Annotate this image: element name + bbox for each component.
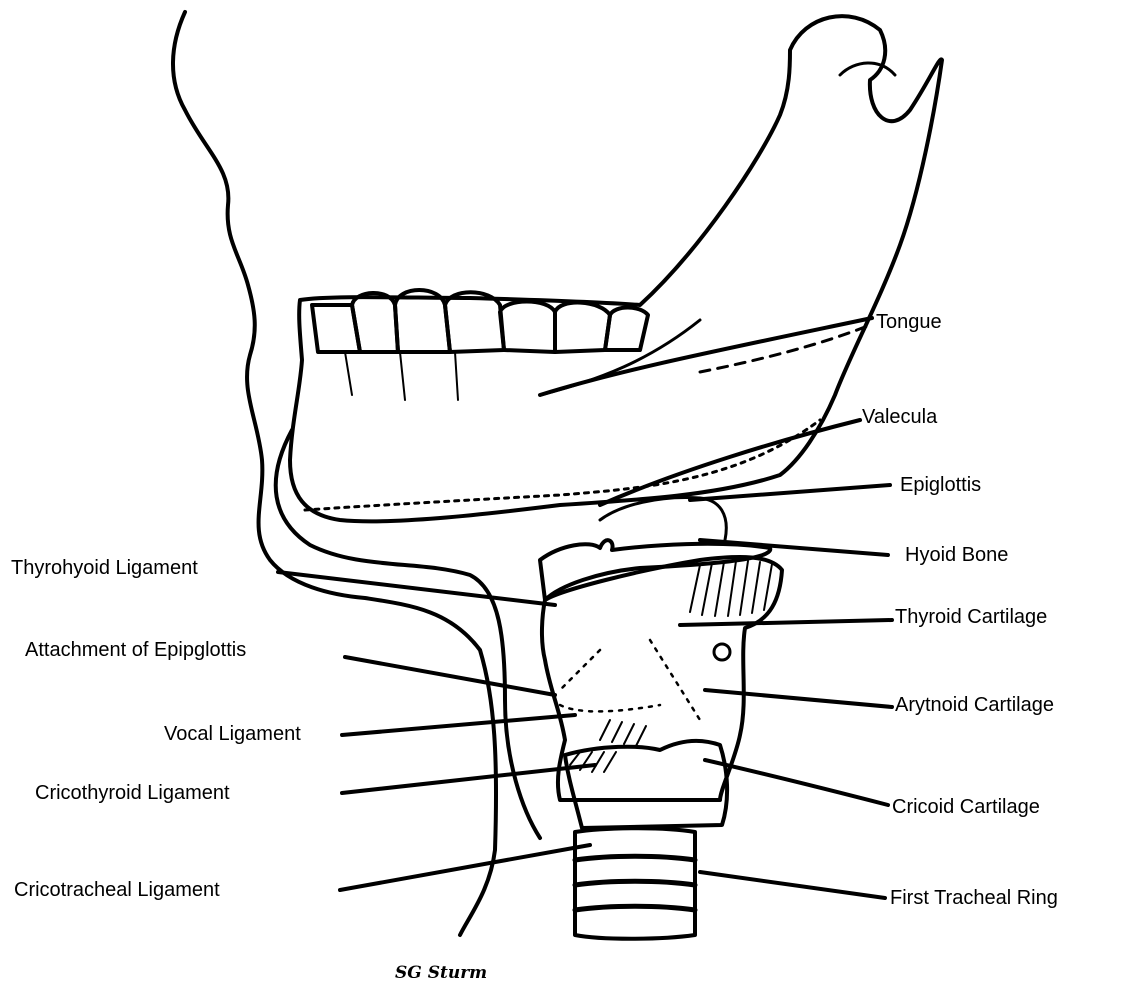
label-cricoid-cartilage: Cricoid Cartilage [892, 797, 1040, 817]
label-epiglottis: Epiglottis [900, 475, 981, 495]
leader-attachment [345, 657, 555, 695]
label-first-tracheal-ring: First Tracheal Ring [890, 888, 1058, 908]
leader-hyoid [700, 540, 888, 555]
label-thyrohyoid-ligament: Thyrohyoid Ligament [11, 558, 198, 578]
leader-epiglottis [690, 485, 890, 500]
leader-thyroid [680, 620, 892, 625]
condyle-notch [840, 63, 895, 75]
thyroid-dots [560, 640, 700, 720]
tracheal-ring-3 [575, 906, 695, 910]
leader-valecula [600, 420, 860, 505]
epiglottis-shape [600, 497, 726, 540]
teeth [312, 290, 648, 400]
leader-tongue [540, 318, 872, 395]
leader-cricotracheal [340, 845, 590, 890]
mandible [290, 16, 942, 521]
thyroid-hatching [600, 561, 772, 746]
thyroid-cartilage-shape [542, 557, 782, 800]
tracheal-ring-1 [575, 856, 695, 860]
leader-vocal [342, 715, 575, 735]
leader-arytnoid [705, 690, 892, 707]
leader-cricoid [705, 760, 888, 805]
label-arytnoid-cartilage: Arytnoid Cartilage [895, 695, 1054, 715]
leader-first-ring [700, 872, 885, 898]
jaw-inner-ridge [540, 320, 700, 395]
thyroid-notch [714, 644, 730, 660]
leader-lines [278, 318, 892, 898]
label-valecula: Valecula [862, 407, 937, 427]
label-thyroid-cartilage: Thyroid Cartilage [895, 607, 1047, 627]
cricoid-cartilage-shape [565, 741, 727, 828]
label-attachment-of-epiglottis: Attachment of Epipglottis [25, 640, 246, 660]
label-hyoid-bone: Hyoid Bone [905, 545, 1008, 565]
label-vocal-ligament: Vocal Ligament [164, 724, 301, 744]
label-tongue: Tongue [876, 312, 942, 332]
label-cricotracheal-ligament: Cricotracheal Ligament [14, 880, 220, 900]
label-cricothyroid-ligament: Cricothyroid Ligament [35, 783, 230, 803]
tracheal-ring-2 [575, 881, 695, 885]
artist-signature: SG Sturm [395, 963, 487, 983]
